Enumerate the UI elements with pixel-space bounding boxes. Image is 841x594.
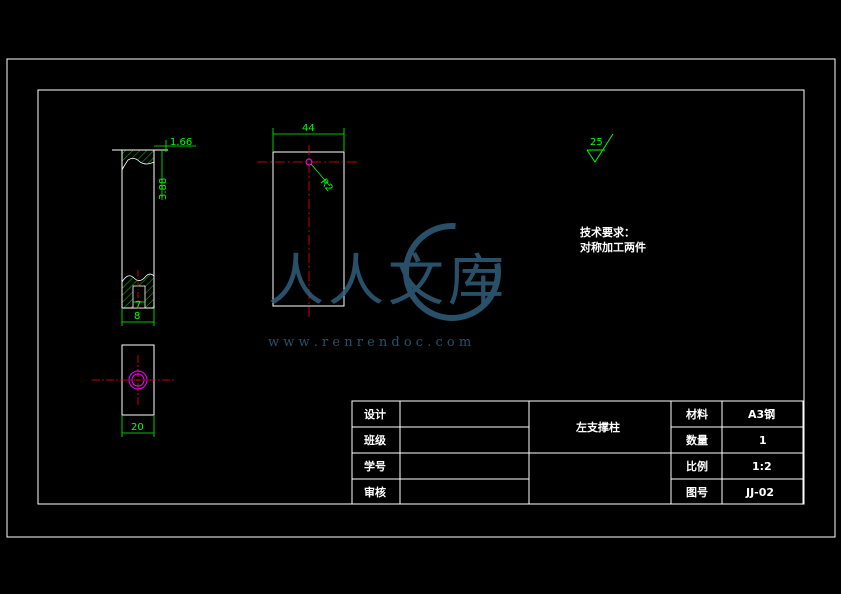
roughness-symbol: 25 (586, 133, 614, 163)
tb-part-name: 左支撑柱 (575, 420, 620, 434)
side-view-top-hatch (121, 149, 155, 171)
dim-44-label: 44 (302, 123, 315, 134)
tb-value-scale: 1:2 (752, 460, 772, 473)
tb-label-class: 班级 (364, 433, 387, 447)
tb-prop-quantity: 数量 (686, 433, 708, 447)
dim-8-label: 8 (134, 311, 140, 322)
side-view: 1.66 3.88 7 8 (112, 137, 196, 326)
watermark-url: w w w . r e n r e n d o c . c o m (268, 335, 471, 350)
front-view: 44 R2 (257, 123, 360, 318)
tb-prop-scale: 比例 (686, 459, 708, 473)
watermark: 人人文库 w w w . r e n r e n d o c . c o m (268, 223, 508, 350)
dim-r2-label: R2 (318, 177, 335, 194)
side-view-bottom-hole (132, 285, 146, 309)
tb-value-material: A3钢 (748, 407, 775, 421)
watermark-text: 人人文库 (268, 249, 508, 314)
tb-prop-drawing-no: 图号 (686, 486, 708, 499)
dim-1-66-label: 1.66 (170, 137, 192, 148)
dim-7-label: 7 (135, 300, 141, 311)
roughness-value: 25 (590, 137, 603, 148)
bottom-view: 20 (92, 344, 176, 437)
front-view-small-hole (305, 158, 313, 166)
outer-sheet-border (6, 58, 836, 538)
bottom-view-hole-outer (128, 370, 148, 390)
tb-value-drawing-no: JJ-02 (745, 486, 774, 499)
roughness-check-mark (586, 133, 614, 163)
tb-label-design: 设计 (364, 407, 386, 421)
front-view-body (272, 151, 345, 307)
tb-prop-material: 材料 (686, 407, 708, 421)
dim-3-88-label: 3.88 (158, 178, 169, 200)
tb-label-student-no: 学号 (364, 459, 386, 473)
watermark-ring (403, 223, 501, 321)
dim-20-label: 20 (131, 422, 144, 433)
tech-requirements-title: 技术要求： (580, 225, 635, 239)
title-block: 设计 班级 学号 审核 左支撑柱 材料 数量 比例 图号 A3钢 1 1:2 J… (351, 400, 804, 505)
dim-leader-r2 (310, 163, 331, 187)
tb-value-quantity: 1 (759, 434, 767, 447)
tech-requirements-line: 对称加工两件 (580, 240, 646, 254)
tb-label-review: 审核 (364, 485, 386, 499)
bottom-view-hole-inner (131, 373, 145, 387)
